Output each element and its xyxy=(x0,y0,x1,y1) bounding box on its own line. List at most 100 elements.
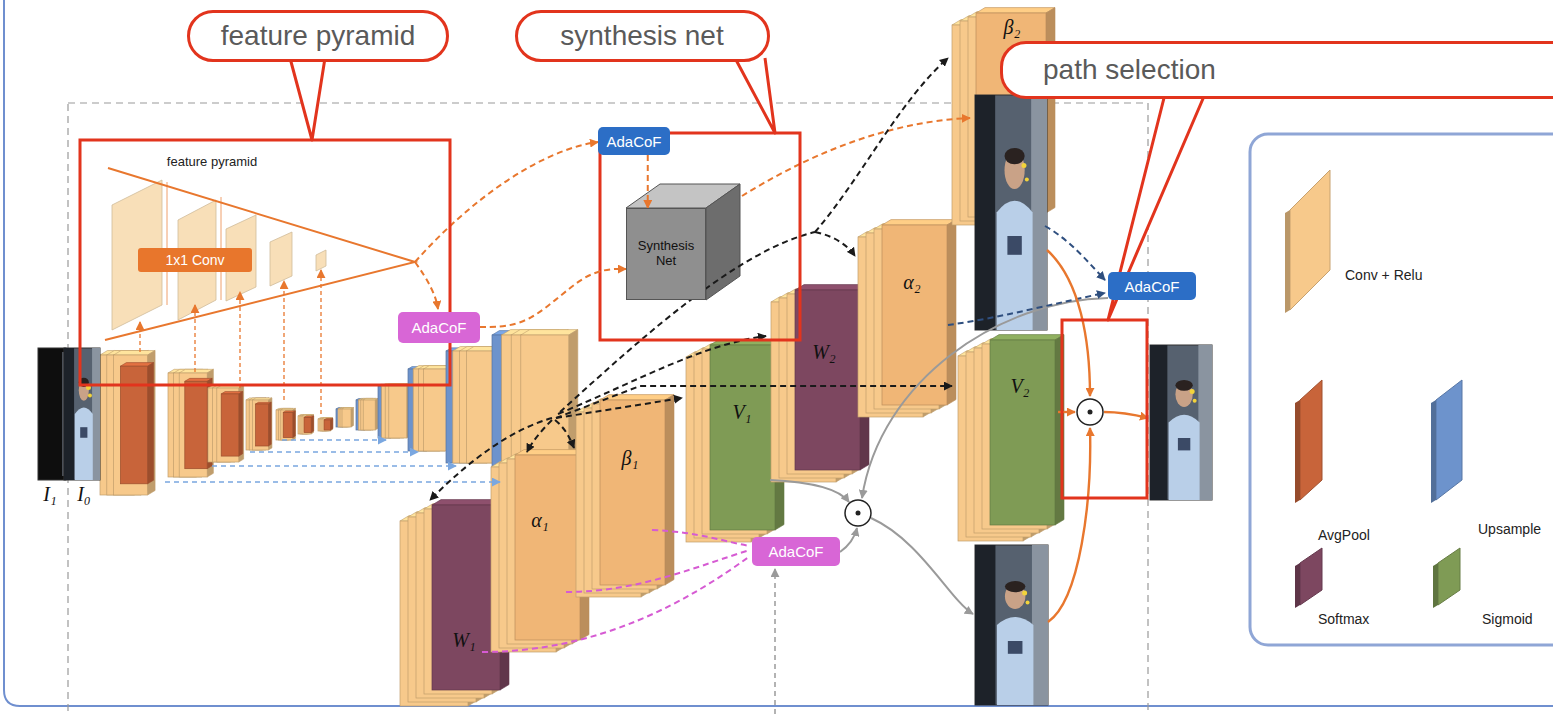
pyramid-level xyxy=(316,250,326,271)
feature-map-label: β₁ xyxy=(622,447,639,469)
photo-shadow xyxy=(64,348,74,480)
section-label: feature pyramid xyxy=(167,155,257,169)
operator-ring xyxy=(845,500,871,526)
conv-layer xyxy=(217,388,239,462)
legend-label: Upsample xyxy=(1478,522,1541,537)
kernel-flow xyxy=(566,550,750,592)
avgpool-layer xyxy=(221,394,239,456)
kernel-flow xyxy=(1045,226,1105,280)
legend-label: Softmax xyxy=(1318,612,1369,627)
warped-frame xyxy=(975,545,1048,705)
alpha1-branch xyxy=(491,450,589,652)
decoder-flow xyxy=(430,418,552,500)
avgpool-layer-side xyxy=(293,411,296,438)
hadamard-operator xyxy=(1077,399,1103,425)
conv-layer-side xyxy=(351,408,354,428)
alpha2-branch xyxy=(858,220,956,417)
legend-label: Sigmoid xyxy=(1482,612,1533,627)
operator-dot xyxy=(1088,410,1093,415)
node-text: AdaCoF xyxy=(411,319,466,336)
hadamard-operator xyxy=(845,500,871,526)
conv-layer xyxy=(389,386,407,438)
node-text: AdaCoF xyxy=(1124,278,1179,295)
synthesis-net-cube: Synthesis Net xyxy=(626,208,706,300)
selection-flow xyxy=(1047,250,1090,396)
person-hair xyxy=(1005,148,1025,164)
person-hair xyxy=(1005,581,1025,592)
outer-frame xyxy=(4,0,1553,706)
avgpool-layer xyxy=(304,417,311,432)
conv-layer xyxy=(302,416,311,434)
photo-background xyxy=(975,95,1047,330)
conv-layer xyxy=(342,409,351,427)
feature-connector xyxy=(480,269,626,327)
feature-map-label: V₁ xyxy=(732,401,751,423)
v1-branch-output xyxy=(710,345,775,530)
highlight-box xyxy=(600,133,800,340)
highlight-box xyxy=(1062,320,1147,498)
legend-swatch-edge xyxy=(1433,563,1438,608)
avgpool-layer-side xyxy=(311,416,314,433)
photo-wall xyxy=(1198,345,1212,500)
legend-swatch xyxy=(1300,548,1322,605)
highlight-box xyxy=(80,140,450,385)
beta1-branch xyxy=(576,395,674,597)
v1-branch xyxy=(686,340,784,542)
avgpool-layer xyxy=(324,420,330,430)
w1-branch-output xyxy=(432,505,500,690)
photo-background xyxy=(975,545,1048,705)
decoder-flow xyxy=(815,232,855,256)
skip-connection xyxy=(212,465,456,467)
pyramid-lateral xyxy=(194,305,195,372)
conv-layer-top xyxy=(521,330,578,335)
operator-dot xyxy=(856,511,861,516)
feature-flow xyxy=(742,118,970,196)
input-frame xyxy=(38,348,66,480)
shirt-logo xyxy=(1178,438,1190,450)
legend-swatch-edge xyxy=(1285,210,1290,313)
selection-flow xyxy=(1104,412,1148,418)
adacof-block: AdaCoF xyxy=(752,537,840,566)
input-frame xyxy=(64,348,100,480)
feature-flow xyxy=(415,142,598,262)
legend-swatch xyxy=(1300,380,1322,500)
legend-swatches xyxy=(1285,170,1462,608)
input-frame-label: I₁ xyxy=(43,483,57,505)
pyramid-lateral xyxy=(283,281,284,400)
adacof-block: AdaCoF xyxy=(598,127,669,155)
pyramid-outline xyxy=(105,168,415,340)
photo-background xyxy=(64,348,100,480)
photo-background xyxy=(38,348,66,480)
input-frame-label: I₀ xyxy=(77,483,91,505)
conv-layer-side xyxy=(268,398,272,450)
legend-swatch xyxy=(1436,380,1462,500)
node-text: AdaCoF xyxy=(768,543,823,560)
person-shirt xyxy=(997,617,1034,705)
alpha2-branch-output xyxy=(882,225,947,405)
callout-bubble: feature pyramid xyxy=(187,10,449,62)
v2-branch xyxy=(958,335,1064,541)
feature-flow xyxy=(415,262,438,309)
node-text: synthesis net xyxy=(560,20,723,52)
feature-map-label: V₂ xyxy=(1010,375,1029,397)
pyramid-lateral xyxy=(320,270,321,414)
feature-connector xyxy=(647,155,649,208)
operator-ring xyxy=(1077,399,1103,425)
decoder-flow xyxy=(527,420,552,452)
conv-box: 1x1 Conv xyxy=(138,248,252,272)
shirt-logo xyxy=(80,427,87,438)
w2-branch xyxy=(771,285,869,482)
beta1-branch-output xyxy=(600,400,665,585)
photo-shadow xyxy=(975,545,995,705)
pyramid-lateral xyxy=(239,292,240,388)
kernel-flow xyxy=(652,530,750,546)
decoder-flow xyxy=(815,58,948,232)
w2-branch-output xyxy=(795,290,860,470)
skip-connection xyxy=(250,451,418,453)
legend-swatch-edge xyxy=(1295,400,1300,503)
legend-swatch-edge xyxy=(1431,400,1436,503)
avgpool-layer-side xyxy=(268,402,271,446)
conv-layer xyxy=(322,419,330,431)
legend-swatch-edge xyxy=(1295,563,1300,608)
alpha2-branch-output-top xyxy=(882,220,956,225)
